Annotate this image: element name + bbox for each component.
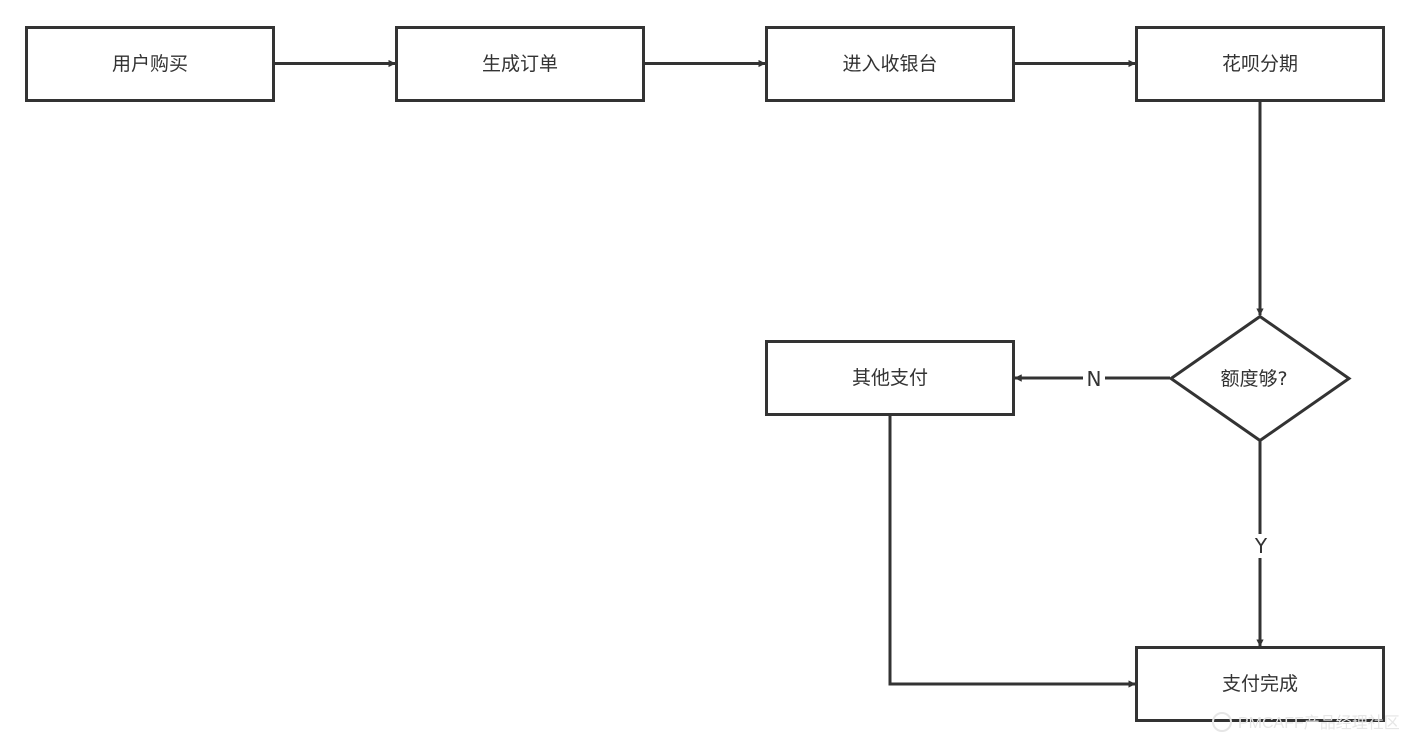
- node-huabei-installment-box: [1135, 26, 1385, 102]
- node-user-buy-box: [25, 26, 275, 102]
- node-quota-enough-diamond: [1168, 314, 1352, 443]
- node-user-buy: 用户购买: [25, 26, 275, 102]
- edge-other-payment-to-complete: [888, 414, 1136, 688]
- node-other-payment: 其他支付: [765, 340, 1015, 416]
- edge-label-yes-bg: [1251, 534, 1271, 558]
- edge-label-no: N: [1087, 367, 1102, 391]
- node-enter-checkout-box: [765, 26, 1015, 102]
- node-other-payment-box: [765, 340, 1015, 416]
- node-other-payment-label: 其他支付: [852, 367, 928, 389]
- edge-label-no-bg: [1083, 366, 1105, 390]
- node-huabei-installment: 花呗分期: [1135, 26, 1385, 102]
- node-quota-enough: 额度够?: [1168, 314, 1352, 443]
- node-payment-complete: 支付完成: [1135, 646, 1385, 722]
- edge-labels: N Y: [1083, 366, 1271, 558]
- node-huabei-installment-label: 花呗分期: [1222, 53, 1298, 75]
- node-create-order-box: [395, 26, 645, 102]
- node-quota-enough-label: 额度够?: [1220, 368, 1287, 390]
- watermark-logo-icon: [1212, 712, 1232, 732]
- node-payment-complete-box: [1135, 646, 1385, 722]
- watermark: PMCAFF产品经理社区: [1212, 712, 1400, 732]
- node-user-buy-label: 用户购买: [112, 53, 188, 75]
- node-enter-checkout: 进入收银台: [765, 26, 1015, 102]
- edge-label-yes: Y: [1254, 534, 1268, 558]
- node-enter-checkout-label: 进入收银台: [842, 53, 937, 75]
- node-create-order: 生成订单: [395, 26, 645, 102]
- node-create-order-label: 生成订单: [482, 53, 558, 75]
- node-payment-complete-label: 支付完成: [1222, 673, 1298, 695]
- watermark-text: PMCAFF产品经理社区: [1238, 714, 1400, 732]
